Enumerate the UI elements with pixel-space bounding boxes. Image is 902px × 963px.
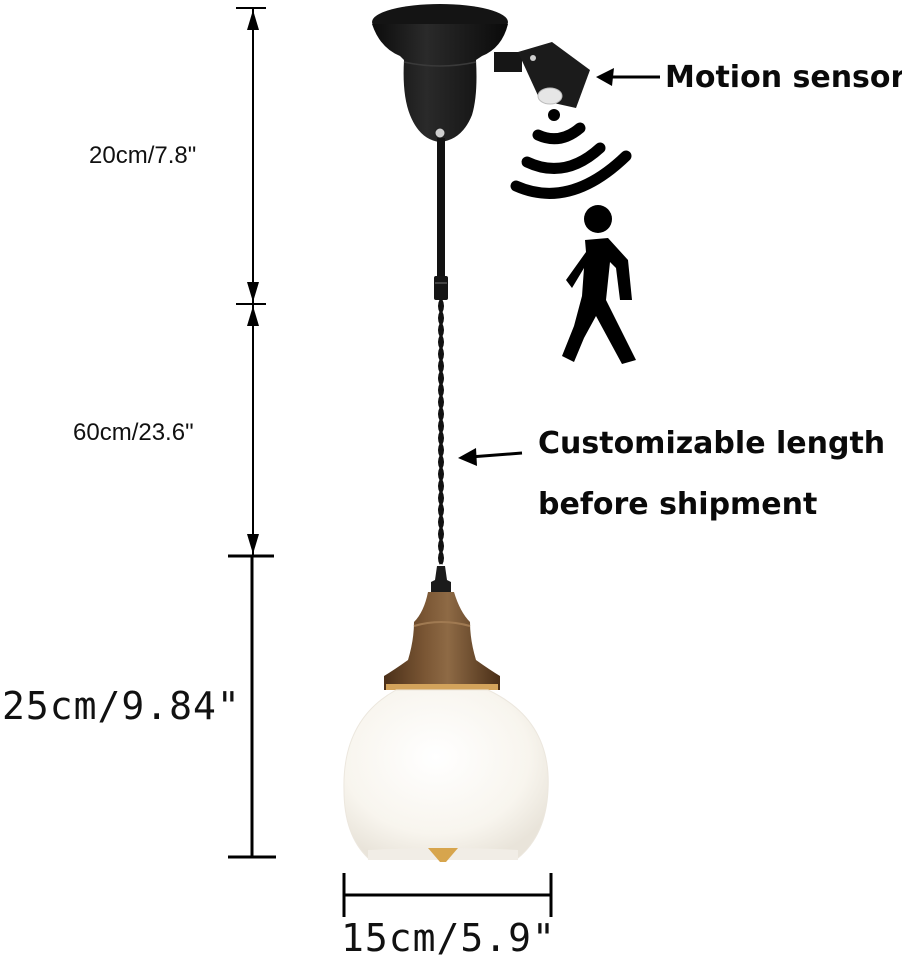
dimension-label-cable: 60cm/23.6" <box>73 419 194 446</box>
downrod <box>434 138 448 300</box>
motion-sensor-label: Motion sensor <box>665 60 902 95</box>
dimension-label-canopy: 20cm/7.8" <box>89 142 197 169</box>
wifi-signal-icon <box>510 109 632 199</box>
dimension-label-shade-height: 25cm/9.84" <box>2 684 241 728</box>
dimension-cable-length <box>228 304 274 558</box>
ceiling-canopy <box>372 4 508 142</box>
twisted-cable <box>438 299 444 565</box>
dimension-canopy-height <box>236 7 266 305</box>
customizable-length-label: Customizable length <box>538 426 886 461</box>
pendant-shade <box>343 566 549 862</box>
cable-length-arrow <box>458 448 523 466</box>
motion-sensor-arrow <box>596 68 660 86</box>
dimension-shade-width <box>342 873 553 917</box>
dimension-label-shade-width: 15cm/5.9" <box>341 916 556 960</box>
before-shipment-label: before shipment <box>538 487 818 522</box>
motion-sensor-module <box>494 42 590 108</box>
walking-person-icon <box>562 205 636 364</box>
dimension-shade-height <box>228 556 276 859</box>
